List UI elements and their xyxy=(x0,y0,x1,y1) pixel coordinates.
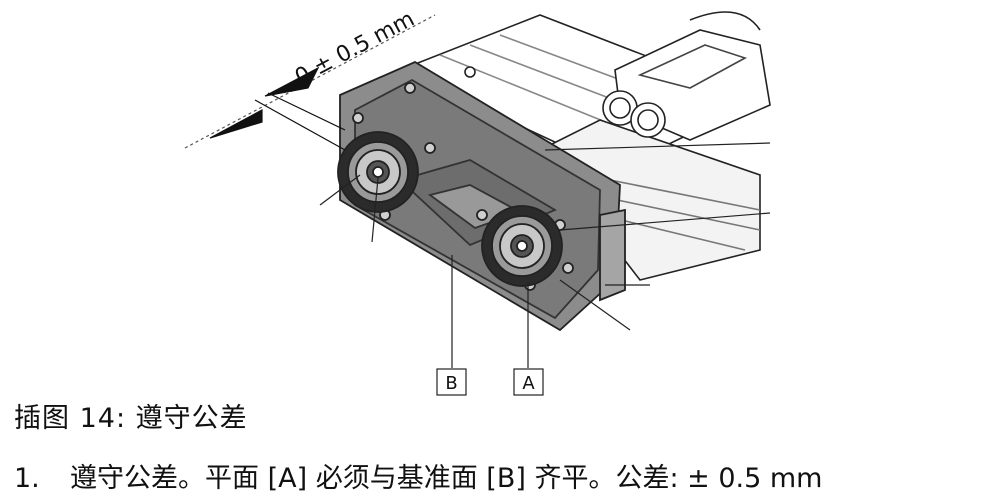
callout-a: A xyxy=(513,368,544,396)
step-number: 1. xyxy=(14,463,40,494)
callout-b: B xyxy=(436,368,467,396)
rod-end-right xyxy=(481,205,563,287)
callout-b-label: B xyxy=(445,373,457,394)
callout-a-label: A xyxy=(522,373,535,394)
dimension-indicator xyxy=(184,14,436,151)
instruction-step: 1. 遵守公差。平面 [A] 必须与基准面 [B] 齐平。公差: ± 0.5 mm xyxy=(14,456,822,495)
front-plate xyxy=(337,60,626,332)
actuator-body xyxy=(397,11,771,281)
leader-lines xyxy=(319,142,771,368)
technical-illustration: 0 ± 0.5 mm B A xyxy=(184,7,771,396)
figure-caption: 插图 14: 遵守公差 xyxy=(14,403,248,434)
step-text: 遵守公差。平面 [A] 必须与基准面 [B] 齐平。公差: ± 0.5 mm xyxy=(70,463,823,494)
rod-end-left xyxy=(337,131,419,213)
